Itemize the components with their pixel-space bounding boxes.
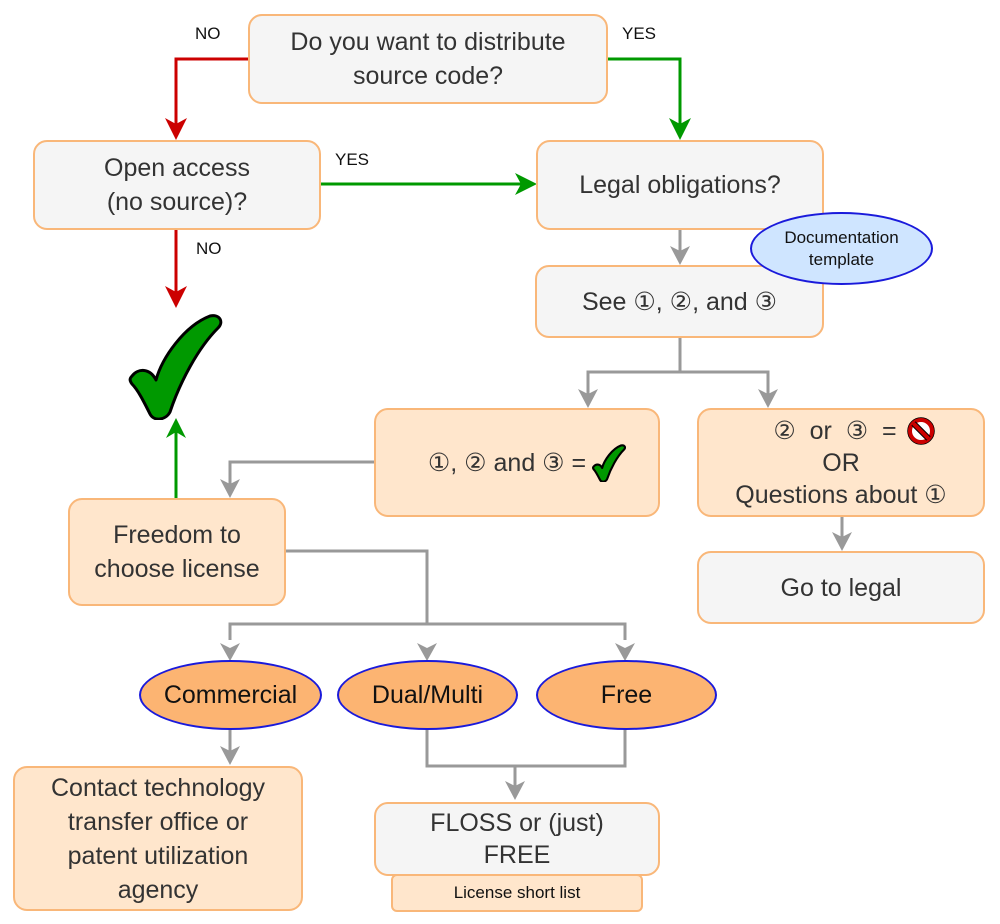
check-mark-icon — [592, 443, 627, 483]
arrow-dual-free-to-floss — [425, 728, 627, 800]
problem-line-1: ② or ③ = — [773, 415, 936, 447]
node-all-ok[interactable]: ①, ② and ③ = — [374, 408, 660, 517]
edge-label-no: NO — [196, 239, 222, 258]
node-distribute-source[interactable]: Do you want to distribute source code? — [248, 14, 608, 104]
problem-line-3: Questions about ① — [735, 480, 947, 509]
node-contact-tto[interactable]: Contact technology transfer office or pa… — [13, 766, 303, 911]
node-go-to-legal[interactable]: Go to legal — [697, 551, 985, 624]
problem-line-2: OR — [822, 448, 860, 477]
license-short-list-button[interactable]: License short list — [391, 874, 643, 912]
arrow-no-open-access — [165, 230, 187, 308]
oval-commercial[interactable]: Commercial — [139, 660, 322, 730]
problem-condition-label: ② or ③ = — [773, 416, 897, 445]
node-see-123[interactable]: See ①, ②, and ③ — [535, 265, 824, 338]
check-mark-icon — [128, 312, 223, 421]
edge-label-yes: YES — [335, 150, 370, 169]
arrow-commercial-to-contact — [220, 728, 240, 765]
arrow-freedom-to-check — [166, 418, 186, 498]
arrow-ok-to-freedom — [220, 460, 374, 498]
all-ok-label: ①, ② and ③ = — [427, 448, 587, 477]
prohibited-icon — [905, 415, 937, 447]
arrow-legal-to-see — [670, 230, 690, 265]
arrow-yes-top — [607, 57, 691, 140]
edge-label-yes: YES — [622, 24, 657, 43]
node-problem[interactable]: ② or ③ = OR Questions about ① — [697, 408, 985, 517]
oval-dual-multi[interactable]: Dual/Multi — [337, 660, 518, 730]
documentation-template-badge[interactable]: Documentation template — [750, 212, 933, 285]
node-legal-obligations[interactable]: Legal obligations? — [536, 140, 824, 230]
node-floss-or-free[interactable]: FLOSS or (just) FREE — [374, 802, 660, 876]
arrow-see-split — [578, 338, 778, 408]
arrow-yes-open-access — [320, 173, 537, 195]
arrow-freedom-split — [220, 549, 635, 661]
arrow-no-top — [165, 57, 249, 140]
oval-free[interactable]: Free — [536, 660, 717, 730]
arrow-problem-to-legal — [832, 516, 852, 551]
edge-label-no: NO — [195, 24, 221, 43]
node-open-access[interactable]: Open access (no source)? — [33, 140, 321, 230]
node-freedom-to-choose[interactable]: Freedom to choose license — [68, 498, 286, 606]
